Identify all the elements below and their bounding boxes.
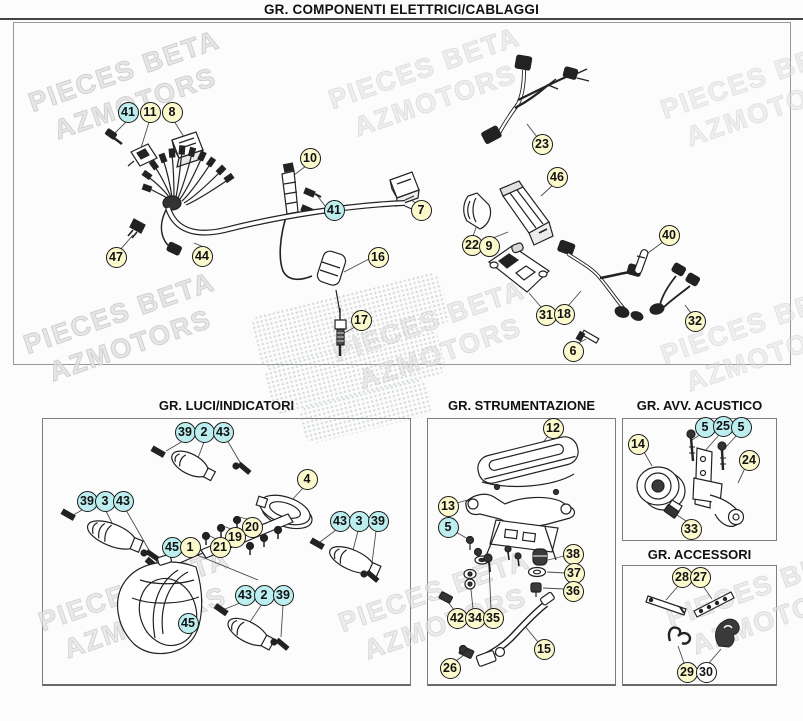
- part-callout-accessori-29: 29: [676, 661, 698, 683]
- section-title-accessori: GR. ACCESSORI: [647, 547, 752, 562]
- part-callout-main-41: 41: [117, 101, 139, 123]
- part-callout-main-46: 46: [546, 166, 568, 188]
- page-title: GR. COMPONENTI ELETTRICI/CABLAGGI: [263, 2, 540, 17]
- part-callout-luci-3: 3: [94, 490, 116, 512]
- part-callout-main-31: 31: [535, 304, 557, 326]
- part-callout-strumentazione-5: 5: [437, 516, 459, 538]
- section-title-strumentazione: GR. STRUMENTAZIONE: [447, 398, 596, 413]
- part-callout-main-10: 10: [299, 147, 321, 169]
- part-callout-main-8: 8: [161, 101, 183, 123]
- part-callout-strumentazione-34: 34: [464, 607, 486, 629]
- part-callout-strumentazione-13: 13: [437, 495, 459, 517]
- part-callout-main-47: 47: [105, 246, 127, 268]
- accessori-diagram-box: [622, 565, 777, 686]
- part-callout-strumentazione-12: 12: [542, 417, 564, 439]
- part-callout-strumentazione-42: 42: [446, 607, 468, 629]
- part-callout-luci-3: 3: [348, 510, 370, 532]
- part-callout-strumentazione-35: 35: [482, 607, 504, 629]
- part-callout-luci-20: 20: [241, 516, 263, 538]
- title-divider: [0, 18, 803, 20]
- part-callout-luci-43: 43: [329, 510, 351, 532]
- part-callout-main-6: 6: [562, 340, 584, 362]
- part-callout-main-32: 32: [684, 310, 706, 332]
- part-callout-luci-39: 39: [367, 510, 389, 532]
- part-callout-strumentazione-37: 37: [563, 562, 585, 584]
- part-callout-acustico-33: 33: [680, 518, 702, 540]
- part-callout-strumentazione-38: 38: [562, 543, 584, 565]
- part-callout-luci-21: 21: [209, 536, 231, 558]
- part-callout-main-17: 17: [350, 309, 372, 331]
- part-callout-main-16: 16: [367, 246, 389, 268]
- part-callout-accessori-30: 30: [695, 661, 717, 683]
- section-title-luci: GR. LUCI/INDICATORI: [158, 398, 295, 413]
- part-callout-luci-4: 4: [296, 468, 318, 490]
- part-callout-strumentazione-26: 26: [439, 657, 461, 679]
- part-callout-luci-45: 45: [177, 612, 199, 634]
- main-diagram-box: [13, 22, 791, 365]
- part-callout-accessori-27: 27: [689, 566, 711, 588]
- part-callout-acustico-5: 5: [730, 416, 752, 438]
- part-callout-main-44: 44: [191, 245, 213, 267]
- part-callout-luci-2: 2: [193, 421, 215, 443]
- part-callout-main-11: 11: [139, 101, 161, 123]
- part-callout-main-18: 18: [553, 303, 575, 325]
- part-callout-main-41: 41: [323, 199, 345, 221]
- luci-diagram-box: [42, 418, 411, 686]
- part-callout-luci-45: 45: [161, 536, 183, 558]
- part-callout-luci-1: 1: [179, 536, 201, 558]
- part-callout-luci-43: 43: [112, 490, 134, 512]
- part-callout-strumentazione-36: 36: [562, 580, 584, 602]
- part-callout-acustico-24: 24: [738, 449, 760, 471]
- part-callout-luci-43: 43: [212, 421, 234, 443]
- part-callout-main-23: 23: [531, 133, 553, 155]
- strumentazione-diagram-box: [427, 418, 616, 686]
- part-callout-luci-39: 39: [174, 421, 196, 443]
- part-callout-main-40: 40: [658, 224, 680, 246]
- part-callout-luci-43: 43: [234, 584, 256, 606]
- part-callout-strumentazione-15: 15: [533, 638, 555, 660]
- part-callout-acustico-25: 25: [712, 415, 734, 437]
- section-title-acustico: GR. AVV. ACUSTICO: [636, 398, 763, 413]
- part-callout-main-7: 7: [410, 199, 432, 221]
- part-callout-acustico-14: 14: [627, 433, 649, 455]
- part-callout-main-9: 9: [478, 235, 500, 257]
- part-callout-luci-2: 2: [253, 584, 275, 606]
- part-callout-luci-39: 39: [272, 584, 294, 606]
